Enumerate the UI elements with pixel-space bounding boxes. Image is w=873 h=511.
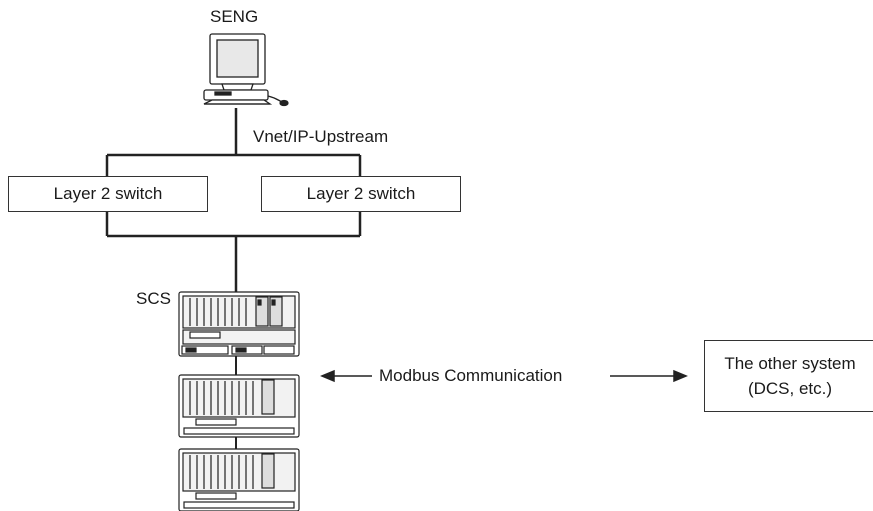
seng-computer-icon [203, 33, 289, 107]
scs-rack-io-1 [178, 374, 300, 438]
layer2-switch-left-label: Layer 2 switch [53, 184, 163, 203]
other-system-line1: The other system [724, 354, 856, 373]
scs-rack-io-2 [178, 448, 300, 511]
seng-label: SENG [210, 7, 259, 26]
layer2-switch-left: Layer 2 switch [8, 176, 208, 212]
other-system-box: The other system (DCS, etc.) [704, 340, 873, 412]
modbus-label: Modbus Communication [379, 366, 563, 385]
layer2-switch-right: Layer 2 switch [261, 176, 461, 212]
modbus-arrows [320, 369, 688, 383]
scs-rack-main [178, 291, 300, 357]
other-system-line2: (DCS, etc.) [747, 379, 833, 398]
network-lines [105, 108, 362, 292]
layer2-switch-right-label: Layer 2 switch [306, 184, 416, 203]
network-label: Vnet/IP-Upstream [253, 127, 389, 146]
scs-label: SCS [136, 289, 171, 308]
